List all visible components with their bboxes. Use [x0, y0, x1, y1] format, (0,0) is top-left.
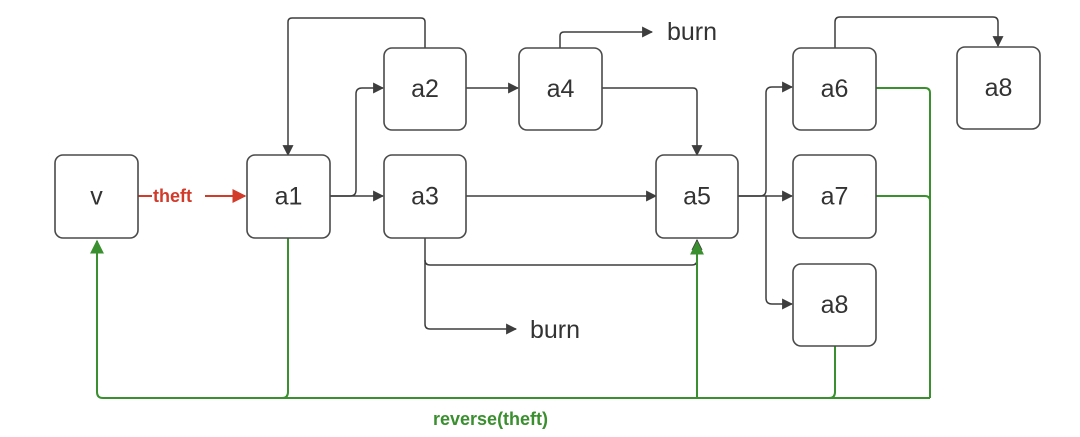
node-a8-top: a8 — [956, 46, 1041, 130]
node-v-label: v — [90, 183, 103, 211]
node-a5-label: a5 — [683, 183, 711, 211]
edge-a4-to-burn — [559, 26, 654, 48]
edges — [282, 16, 1004, 335]
node-a3: a3 — [383, 154, 467, 239]
edge-a6-to-a8-top — [834, 16, 1004, 48]
edge-a1-to-a2 — [330, 82, 385, 197]
node-a5: a5 — [655, 154, 739, 239]
node-a8-bottom: a8 — [792, 263, 877, 347]
reverse-label: reverse(theft) — [433, 409, 548, 429]
node-a3-label: a3 — [411, 183, 439, 211]
edge-reverse-a8 — [828, 346, 836, 399]
node-a2-label: a2 — [411, 75, 439, 103]
burn-label-bottom: burn — [530, 316, 580, 344]
theft-label: theft — [153, 186, 192, 206]
edge-a5-to-a8-bottom — [765, 196, 794, 310]
edge-reverse-a7 — [876, 195, 931, 230]
edge-a5-to-a6 — [738, 81, 794, 197]
edge-reverse-bus — [90, 239, 930, 399]
node-a4-label: a4 — [547, 75, 575, 103]
node-a6-label: a6 — [821, 75, 849, 103]
node-a1: a1 — [246, 154, 331, 239]
edge-a2-to-a1 — [282, 17, 426, 157]
edge-a4-to-a5 — [602, 87, 703, 157]
node-a4: a4 — [518, 47, 603, 131]
theft-edge: theft — [138, 186, 247, 206]
burn-label-top: burn — [667, 18, 717, 46]
edge-reverse-a6 — [876, 87, 931, 398]
edge-a3-to-burn — [424, 260, 518, 335]
reverse-edges: reverse(theft) — [90, 87, 931, 429]
node-a6: a6 — [792, 47, 877, 131]
node-a7-label: a7 — [821, 183, 849, 211]
node-a2: a2 — [383, 47, 467, 131]
edge-a3-to-a5-bottom — [424, 238, 703, 266]
node-v: v — [54, 154, 139, 239]
node-a8-bottom-label: a8 — [821, 291, 849, 319]
node-a1-label: a1 — [275, 183, 303, 211]
node-a8-top-label: a8 — [985, 74, 1013, 102]
edge-reverse-a1 — [281, 238, 289, 399]
node-a7: a7 — [792, 154, 877, 239]
